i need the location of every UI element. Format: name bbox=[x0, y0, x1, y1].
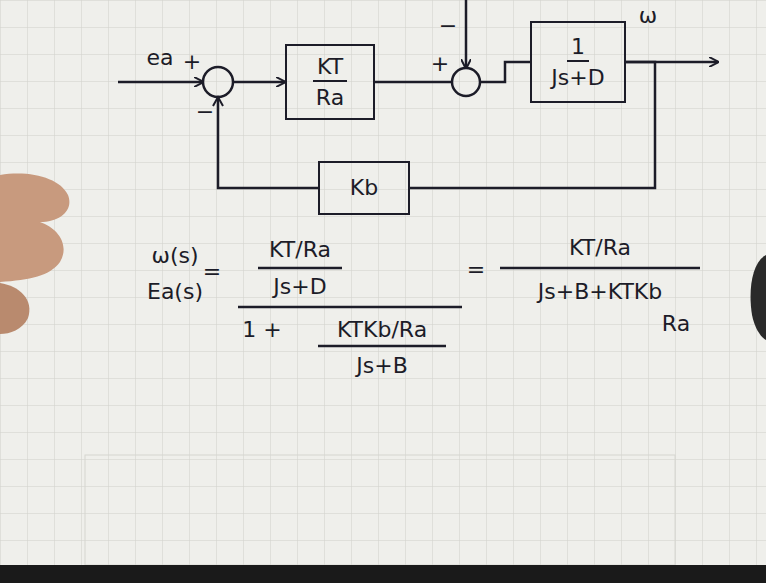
disturbance-line bbox=[465, 0, 468, 68]
formula-text: = bbox=[203, 260, 221, 284]
formula-text: + bbox=[183, 50, 201, 74]
formula-text: 1 + bbox=[242, 318, 281, 342]
formula-text: Js+B bbox=[356, 354, 407, 378]
finger bbox=[0, 283, 29, 334]
formula-text: Js+D bbox=[273, 275, 326, 299]
formula-text: − bbox=[439, 14, 457, 38]
fraction-bar bbox=[500, 267, 700, 270]
transfer-block: KT Ra bbox=[285, 44, 375, 120]
block-text: 1 bbox=[567, 34, 589, 61]
formula-text: ω bbox=[639, 4, 657, 28]
signal-line bbox=[213, 82, 318, 188]
formula-text: ea bbox=[146, 46, 173, 70]
block-text: Js+D bbox=[547, 65, 608, 90]
formula-text: KT/Ra bbox=[269, 238, 331, 262]
formula-text: KTKb/Ra bbox=[337, 318, 427, 342]
finger bbox=[0, 174, 69, 282]
formula-text: Js+B+KTKb bbox=[538, 280, 662, 304]
formula-text: Ea(s) bbox=[147, 280, 203, 304]
fraction-bar bbox=[238, 306, 462, 309]
summing-junction bbox=[452, 68, 480, 96]
formula-text: − bbox=[196, 100, 214, 124]
formula-text: ω(s) bbox=[151, 244, 198, 268]
fraction-bar bbox=[318, 345, 446, 348]
signal-line bbox=[375, 62, 530, 82]
formula-text: = bbox=[467, 258, 485, 282]
signal-line bbox=[410, 62, 655, 188]
formula-text: + bbox=[431, 52, 449, 76]
block-text: Kb bbox=[346, 175, 382, 200]
transfer-block: Kb bbox=[318, 161, 410, 215]
transfer-block: 1Js+D bbox=[530, 21, 626, 103]
input-line bbox=[118, 81, 203, 84]
block-text: Ra bbox=[312, 85, 348, 110]
block-text: KT bbox=[313, 54, 347, 81]
grid-frame bbox=[85, 455, 675, 565]
fraction-bar bbox=[258, 267, 342, 270]
formula-text: Ra bbox=[662, 312, 690, 336]
summing-junction bbox=[203, 67, 233, 97]
dark-edge bbox=[751, 255, 766, 340]
formula-text: KT/Ra bbox=[569, 236, 631, 260]
bottom-band bbox=[0, 565, 766, 583]
